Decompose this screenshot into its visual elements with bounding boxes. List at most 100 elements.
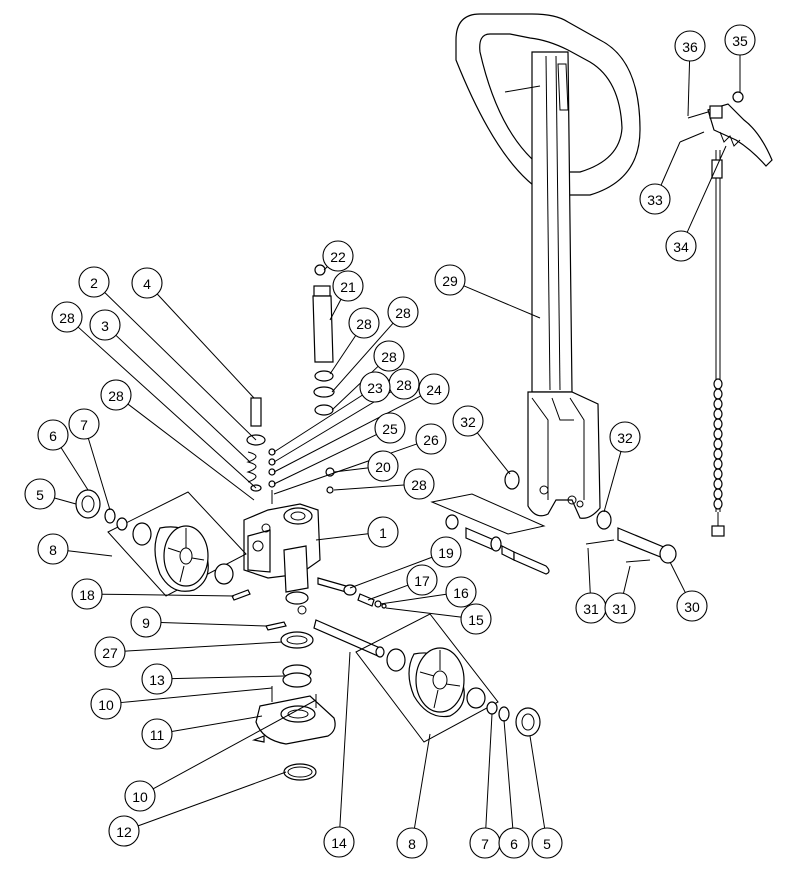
callout-c6b: 6 [498, 827, 530, 859]
callout-c33: 33 [639, 183, 671, 215]
callout-circle [24, 478, 56, 510]
leader-line-c27 [124, 641, 283, 652]
chain-link [713, 468, 723, 480]
leader-line-c16 [379, 593, 447, 605]
leader-line-c7b [485, 713, 493, 829]
callout-c9: 9 [130, 606, 162, 638]
callout-c8a: 8 [37, 533, 69, 565]
callout-c12: 12 [108, 815, 140, 847]
callout-circle [322, 240, 354, 272]
callout-label: 20 [375, 459, 391, 475]
callout-label: 10 [132, 789, 148, 805]
chain-link [713, 478, 723, 490]
callout-label: 32 [617, 430, 633, 446]
callout-c29: 29 [434, 264, 466, 296]
leader-line-c6b [503, 719, 514, 829]
callout-circle [124, 780, 156, 812]
callout-circle [359, 371, 391, 403]
callout-c17: 17 [406, 564, 438, 596]
callout-c31a: 31 [575, 592, 607, 624]
left-hub-parts [75, 489, 128, 531]
leader-line-c4 [156, 293, 255, 399]
chain-link [713, 438, 723, 450]
leader-line-c13 [171, 675, 285, 680]
leader-line-c32a [476, 432, 511, 475]
callout-circle [131, 267, 163, 299]
callout-label: 7 [481, 836, 489, 852]
leader-line-c10a [120, 687, 273, 704]
callout-c14: 14 [323, 826, 355, 858]
callout-label: 1 [379, 525, 387, 541]
callout-circle [403, 468, 435, 500]
callout-c10b: 10 [124, 780, 156, 812]
callout-c28c: 28 [373, 340, 405, 372]
callout-c5a: 5 [24, 478, 56, 510]
callout-c13: 13 [141, 663, 173, 695]
valve-parts [268, 448, 335, 504]
callout-c2: 2 [78, 266, 110, 298]
callout-circle [78, 266, 110, 298]
chain-links [713, 378, 723, 510]
callout-c10a: 10 [90, 688, 122, 720]
chain-link [713, 408, 723, 420]
callout-circle [100, 379, 132, 411]
callout-label: 28 [108, 388, 124, 404]
leader-line-c3 [115, 334, 251, 463]
right-hub-parts [486, 701, 541, 737]
callout-c11: 11 [141, 718, 173, 750]
leader-line-c25 [273, 434, 377, 485]
callout-label: 8 [408, 836, 416, 852]
callout-c34: 34 [665, 230, 697, 262]
callout-c15: 15 [460, 603, 492, 635]
callout-label: 3 [101, 318, 109, 334]
callout-circle [460, 603, 492, 635]
callout-label: 5 [36, 487, 44, 503]
callout-label: 6 [49, 428, 57, 444]
leader-line-c12 [137, 771, 287, 827]
callout-label: 27 [102, 645, 118, 661]
leader-line-c8b [413, 733, 431, 829]
callout-label: 34 [673, 239, 689, 255]
callout-c26: 26 [415, 423, 447, 455]
right-wheel-group [355, 613, 499, 743]
callout-label: 31 [612, 601, 628, 617]
callout-label: 2 [90, 275, 98, 291]
chain-link [713, 428, 723, 440]
callout-label: 7 [80, 417, 88, 433]
leader-line-c5b [529, 735, 546, 829]
callout-circle [71, 578, 103, 610]
callout-circle [108, 815, 140, 847]
callout-c28b: 28 [387, 296, 419, 328]
callout-label: 28 [381, 349, 397, 365]
leader-line-c20 [333, 467, 369, 473]
leader-line-c5a [54, 497, 77, 505]
leader-line-c22 [323, 266, 328, 271]
callout-circle [68, 408, 100, 440]
callout-label: 28 [396, 377, 412, 393]
leader-line-c28b [331, 322, 394, 393]
callout-label: 33 [647, 192, 663, 208]
callout-circle [348, 307, 380, 339]
callout-label: 35 [732, 33, 748, 49]
callout-circle [90, 688, 122, 720]
release-valve [317, 577, 387, 609]
callout-circle [676, 590, 708, 622]
callout-c28e: 28 [403, 468, 435, 500]
base-assembly [251, 631, 336, 781]
leader-line-c31b [622, 565, 631, 594]
callout-c19: 19 [430, 536, 462, 568]
chain-link [713, 388, 723, 400]
callout-label: 30 [684, 599, 700, 615]
callout-circle [396, 827, 428, 859]
handle-pin-assembly [430, 470, 677, 575]
handle-assembly [455, 13, 641, 519]
leader-lines [54, 55, 741, 829]
callout-circle [323, 826, 355, 858]
callout-c20: 20 [367, 450, 399, 482]
callout-c5b: 5 [531, 827, 563, 859]
callout-circle [434, 264, 466, 296]
callout-label: 13 [149, 672, 165, 688]
callout-c18: 18 [71, 578, 103, 610]
callout-label: 17 [414, 573, 430, 589]
